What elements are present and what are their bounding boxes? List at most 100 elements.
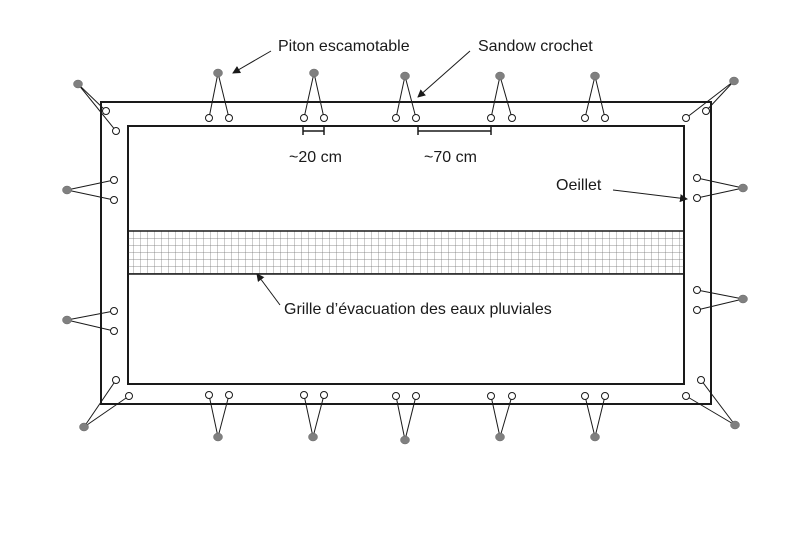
sandow-cord xyxy=(700,379,736,426)
piton-icon xyxy=(79,422,89,432)
sandow-hook xyxy=(487,392,516,442)
eyelet-icon xyxy=(225,114,233,122)
eyelet-icon xyxy=(112,376,120,384)
sandow-cord xyxy=(696,289,744,300)
sandow-cord xyxy=(696,187,744,199)
eyelet-icon xyxy=(693,194,701,202)
eyelet-icon xyxy=(320,391,328,399)
piton-icon xyxy=(738,183,748,193)
piton-icon xyxy=(213,68,223,78)
dimension-70cm: ~70 cm xyxy=(417,127,492,166)
sandow-cord xyxy=(83,395,130,428)
sandow-hook xyxy=(392,392,420,445)
sandow-cord xyxy=(685,80,735,119)
sandow-cord xyxy=(312,394,325,438)
piton-icon xyxy=(730,420,740,430)
eyelet-icon xyxy=(205,114,213,122)
eyelet-icon xyxy=(508,114,516,122)
eyelet-icon xyxy=(487,392,495,400)
sandow-cord xyxy=(499,395,513,438)
eyelet-icon xyxy=(392,114,400,122)
piton-icon xyxy=(495,432,505,442)
piton-icon xyxy=(590,432,600,442)
sandow-hook xyxy=(62,307,118,335)
eyelet-icon xyxy=(110,327,118,335)
eyelet-icon xyxy=(693,174,701,182)
sandow-cord xyxy=(395,75,406,119)
eyelet-icon xyxy=(581,114,589,122)
eyelet-icon xyxy=(392,392,400,400)
sandow-cord xyxy=(705,80,735,112)
eyelet-icon xyxy=(581,392,589,400)
eyelet-icon xyxy=(693,306,701,314)
eyelet-icon xyxy=(412,114,420,122)
callout-oeillet-label: Oeillet xyxy=(556,177,602,194)
piton-icon xyxy=(400,435,410,445)
eyelet-icon xyxy=(225,391,233,399)
piton-icon xyxy=(308,432,318,442)
eyelet-icon xyxy=(320,114,328,122)
eyelet-icon xyxy=(102,107,110,115)
piton-icon xyxy=(495,71,505,81)
eyelet-icon xyxy=(487,114,495,122)
piton-icon xyxy=(400,71,410,81)
sandow-cord xyxy=(77,83,107,112)
callout-oeillet: Oeillet xyxy=(556,177,688,203)
sandow-hook xyxy=(300,391,328,442)
callout-grille-label: Grille d’évacuation des eaux pluviales xyxy=(284,301,552,318)
callout-sandow-label: Sandow crochet xyxy=(478,38,593,55)
sandow-cord xyxy=(208,72,219,119)
sandow-cord xyxy=(313,72,325,119)
eyelet-icon xyxy=(110,196,118,204)
callout-grille-arrow xyxy=(256,273,281,306)
callout-grille: Grille d’évacuation des eaux pluviales xyxy=(256,273,552,318)
sandow-cord xyxy=(584,395,596,438)
sandow-hook xyxy=(392,71,420,122)
eyelet-icon xyxy=(682,392,690,400)
sandow-hook xyxy=(693,174,748,202)
sandow-hook xyxy=(581,71,609,122)
eyelet-icon xyxy=(110,307,118,315)
sandow-hook xyxy=(581,392,609,442)
sandow-cord xyxy=(404,75,417,119)
eyelet-icon xyxy=(300,114,308,122)
dimension-70cm-label: ~70 cm xyxy=(424,149,477,166)
eyelet-icon xyxy=(693,286,701,294)
callout-sandow: Sandow crochet xyxy=(417,38,593,98)
piton-icon xyxy=(73,79,83,89)
callout-piton-label: Piton escamotable xyxy=(278,38,410,55)
piton-icon xyxy=(309,68,319,78)
eyelet-icon xyxy=(702,107,710,115)
sandow-cord xyxy=(303,72,315,119)
piton-icon xyxy=(62,315,72,325)
eyelet-icon xyxy=(682,114,690,122)
sandow-cord xyxy=(217,394,230,438)
eyelet-icon xyxy=(110,176,118,184)
callout-piton: Piton escamotable xyxy=(232,38,410,74)
sandow-hook xyxy=(205,391,233,442)
eyelet-icon xyxy=(508,392,516,400)
sandow-hook xyxy=(682,76,739,122)
piton-icon xyxy=(590,71,600,81)
eyelet-icon xyxy=(412,392,420,400)
sandow-cord xyxy=(83,379,117,428)
fixings-group xyxy=(62,68,748,445)
callout-sandow-arrow xyxy=(417,50,471,98)
sandow-cord xyxy=(490,395,501,438)
sandow-hook xyxy=(487,71,516,122)
sandow-cord xyxy=(696,298,744,311)
callout-piton-arrow xyxy=(232,50,272,74)
sandow-hook xyxy=(205,68,233,122)
dimension-20cm-label: ~20 cm xyxy=(289,149,342,166)
eyelet-icon xyxy=(125,392,133,400)
sandow-cord xyxy=(685,395,736,426)
sandow-cord xyxy=(208,394,219,438)
sandow-hook xyxy=(300,68,328,122)
sandow-cord xyxy=(594,75,606,119)
sandow-cord xyxy=(217,72,230,119)
sandow-cord xyxy=(66,179,115,191)
sandow-cord xyxy=(696,177,744,189)
sandow-cord xyxy=(66,319,115,332)
sandow-cord xyxy=(303,394,314,438)
